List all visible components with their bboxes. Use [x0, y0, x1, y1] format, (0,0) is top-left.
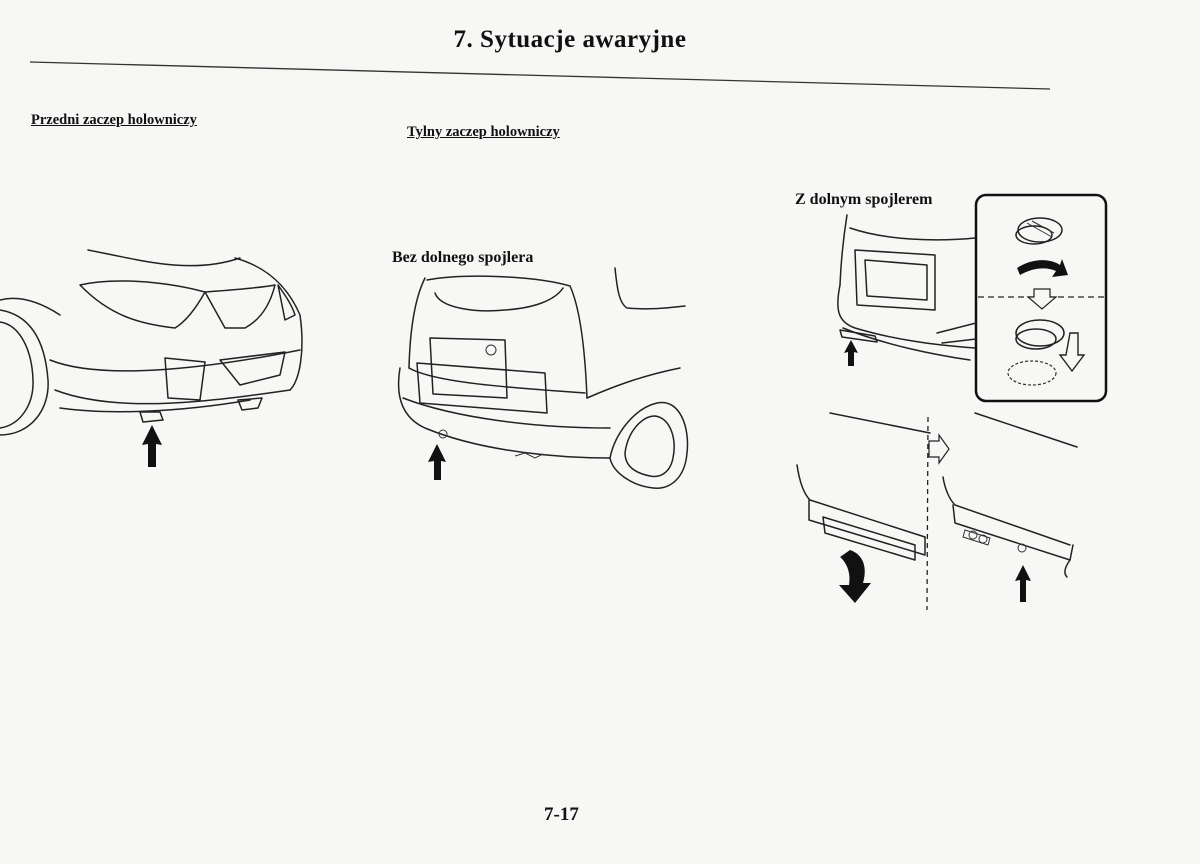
- rear-tow-hook-heading: Tylny zaczep holowniczy: [407, 124, 560, 140]
- page-title: 7. Sytuacje awaryjne: [453, 26, 687, 53]
- front-hook-up-arrow-icon: [142, 425, 162, 467]
- spoiler-hook-up-arrow-icon-lower: [1015, 565, 1031, 602]
- page-number: 7-17: [544, 804, 579, 825]
- sequence-next-arrow-icon: [928, 433, 950, 465]
- header-rule: [29, 61, 1051, 90]
- step-down-arrow-icon: [1026, 288, 1058, 310]
- without-spoiler-label: Bez dolnego spojlera: [392, 249, 534, 266]
- rear-car-without-spoiler-illustration: [397, 267, 689, 489]
- spoiler-removal-sequence-illustration: [796, 412, 1078, 611]
- rear-hook-up-arrow-icon: [428, 444, 446, 480]
- rear-car-with-spoiler-illustration: [837, 214, 976, 366]
- pull-spoiler-curved-arrow-icon: [839, 550, 871, 603]
- remove-down-arrow-icon: [1058, 332, 1086, 373]
- spoiler-hook-up-arrow-icon: [844, 340, 858, 366]
- rotate-curved-arrow-icon: [1017, 259, 1068, 277]
- with-spoiler-label: Z dolnym spojlerem: [795, 191, 933, 208]
- front-tow-hook-heading: Przedni zaczep holowniczy: [31, 112, 197, 128]
- front-car-illustration: [0, 249, 303, 467]
- cover-removal-inset: [936, 193, 1108, 403]
